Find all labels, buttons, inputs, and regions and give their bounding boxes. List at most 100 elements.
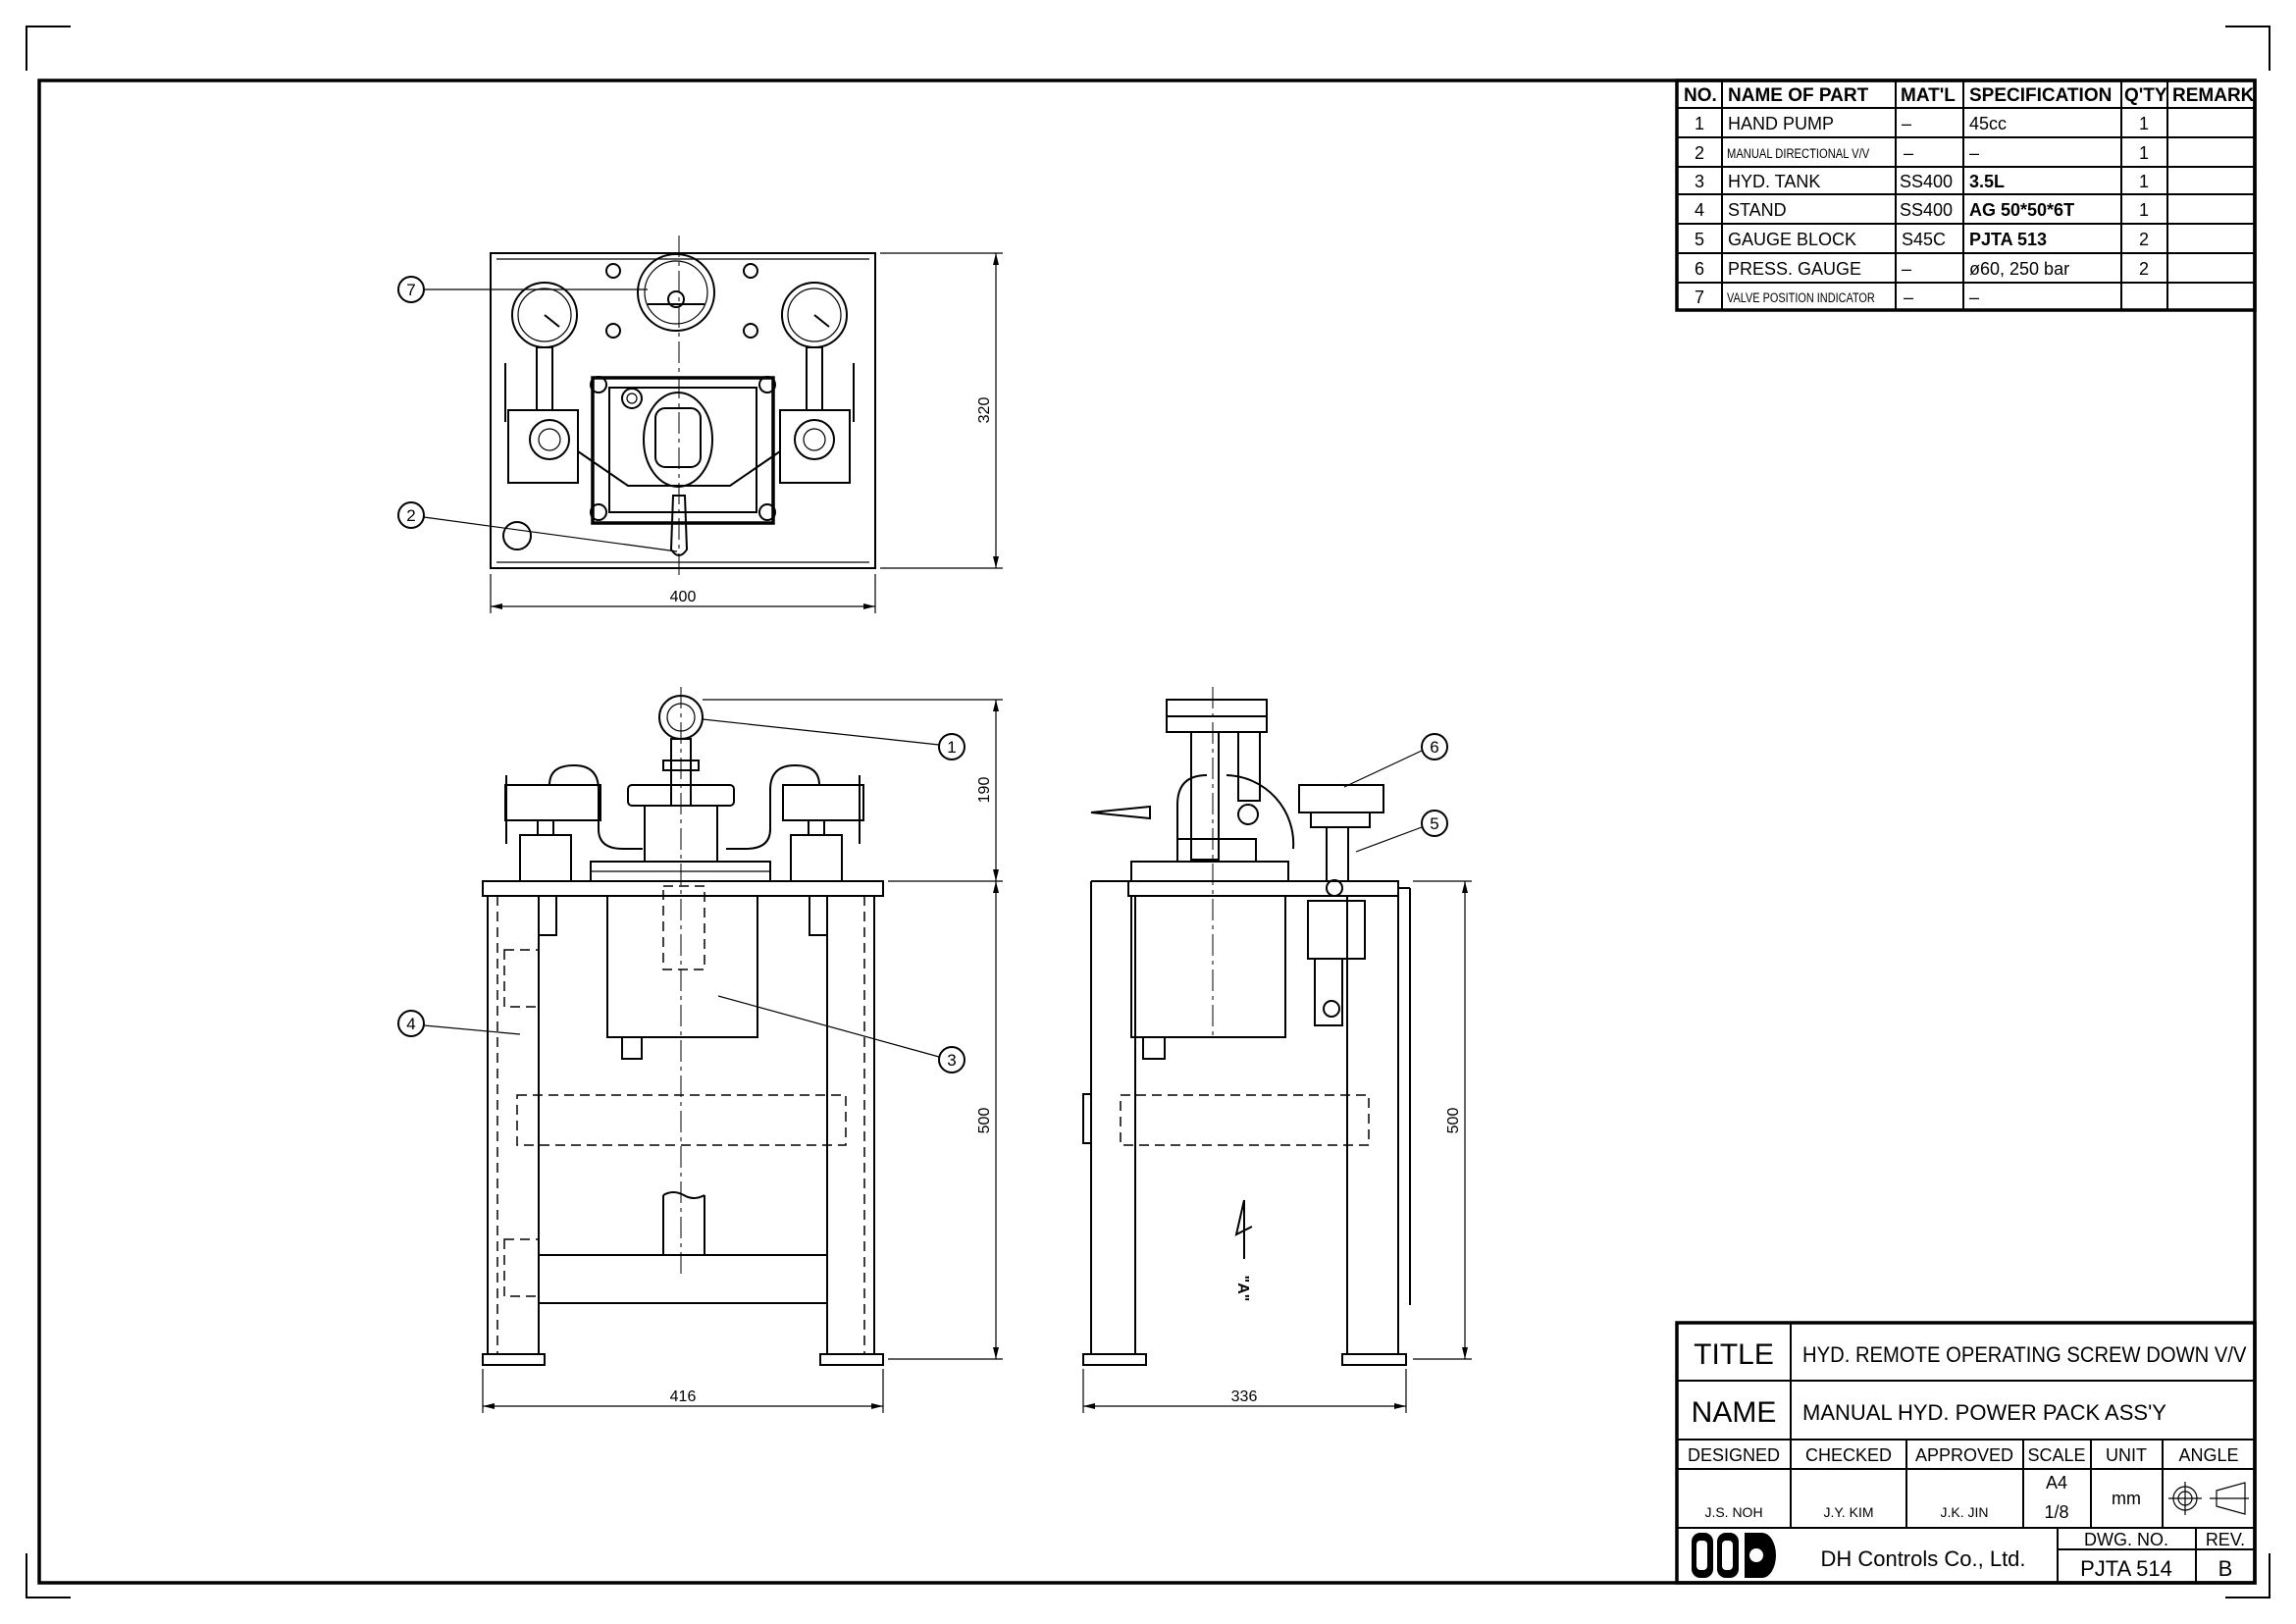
header-qty: Q'TY (2124, 85, 2167, 106)
checked-by: J.Y. KIM (1823, 1504, 1873, 1520)
company-logo (1692, 1533, 1776, 1578)
scale-value: 1/8 (2044, 1502, 2068, 1522)
balloon-number: 7 (406, 281, 415, 299)
balloon-2: 2 (397, 501, 678, 552)
row-name: VALVE POSITION INDICATOR (1727, 290, 1875, 306)
parts-table-row: 7 VALVE POSITION INDICATOR – – (1695, 288, 1979, 307)
dimension-top-width: 400 (490, 574, 876, 613)
parts-table: NO. NAME OF PART MAT'L SPECIFICATION Q'T… (1675, 79, 2257, 312)
view-arrow-a: "A" (1234, 1199, 1253, 1302)
unit-label: UNIT (2106, 1445, 2147, 1465)
parts-table-row: 4 STAND SS400 AG 50*50*6T 1 (1695, 200, 2149, 220)
parts-table-header: NO. NAME OF PART MAT'L SPECIFICATION Q'T… (1684, 85, 2255, 106)
header-name: NAME OF PART (1728, 85, 1869, 106)
designed-by: J.S. NOH (1704, 1504, 1762, 1520)
dwg-no: PJTA 514 (2080, 1556, 2172, 1581)
header-material: MAT'L (1901, 85, 1956, 106)
checked-label: CHECKED (1805, 1445, 1892, 1465)
dimension-front-width: 416 (482, 1369, 884, 1413)
unit-value: mm (2112, 1489, 2141, 1508)
drawing-frame (37, 79, 2257, 1585)
header-no: NO. (1684, 85, 1717, 106)
balloon-5: 5 (1355, 810, 1448, 853)
row-qty: 1 (2139, 172, 2149, 191)
scale-label: SCALE (2027, 1445, 2085, 1465)
dimension-text: 190 (976, 777, 993, 804)
corner-marks (26, 26, 2270, 1598)
row-no: 3 (1695, 172, 1704, 191)
header-spec: SPECIFICATION (1969, 85, 2112, 106)
row-qty: 2 (2139, 230, 2149, 249)
drawing-title: HYD. REMOTE OPERATING SCREW DOWN V/V (1802, 1343, 2247, 1367)
title-label: TITLE (1694, 1338, 1774, 1371)
company-name: DH Controls Co., Ltd. (1820, 1546, 2025, 1571)
row-name: GAUGE BLOCK (1728, 230, 1856, 249)
balloon-6: 6 (1343, 733, 1448, 788)
row-no: 1 (1695, 114, 1704, 133)
side-view: "A" 6 5 336 500 (1082, 687, 1472, 1413)
parts-table-row: 6 PRESS. GAUGE – ø60, 250 bar 2 (1695, 259, 2149, 279)
row-no: 5 (1695, 230, 1704, 249)
approved-by: J.K. JIN (1940, 1504, 1988, 1520)
row-material: S45C (1902, 230, 1946, 249)
row-spec: ø60, 250 bar (1969, 259, 2069, 279)
row-spec: – (1969, 288, 1979, 307)
parts-table-row: 5 GAUGE BLOCK S45C PJTA 513 2 (1695, 230, 2149, 249)
row-name: PRESS. GAUGE (1728, 259, 1861, 279)
row-material: – (1904, 288, 1913, 307)
parts-table-row: 2 MANUAL DIRECTIONAL V/V – – 1 (1695, 143, 2149, 163)
row-qty: 1 (2139, 143, 2149, 163)
balloon-3: 3 (717, 995, 965, 1074)
row-name: HYD. TANK (1728, 172, 1820, 191)
row-material: – (1904, 143, 1913, 163)
balloon-number: 5 (1430, 814, 1438, 833)
dimension-side-width: 336 (1082, 1369, 1407, 1413)
parts-table-row: 1 HAND PUMP – 45cc 1 (1695, 114, 2149, 133)
name-label: NAME (1692, 1396, 1777, 1429)
dimension-text: 500 (1445, 1108, 1462, 1134)
approved-label: APPROVED (1915, 1445, 2013, 1465)
row-material: SS400 (1900, 200, 1953, 220)
row-material: SS400 (1900, 172, 1953, 191)
row-name: MANUAL DIRECTIONAL V/V (1727, 146, 1870, 161)
dimension-text: 336 (1231, 1388, 1258, 1405)
row-spec: – (1969, 143, 1979, 163)
title-block: TITLE HYD. REMOTE OPERATING SCREW DOWN V… (1675, 1321, 2257, 1585)
top-view: 7 2 400 320 (397, 236, 1003, 613)
dimension-side-height: 500 (1413, 880, 1472, 1360)
dimension-front-heights: 190 500 (703, 699, 1003, 1360)
rev-label: REV. (2206, 1530, 2245, 1549)
dimension-text: 320 (976, 397, 993, 424)
dimension-text: 400 (670, 589, 697, 605)
row-spec: 3.5L (1969, 172, 2005, 191)
balloon-number: 4 (406, 1015, 415, 1033)
first-angle-projection-icon (2168, 1482, 2249, 1515)
front-view: 1 3 4 416 190 500 (397, 687, 1003, 1413)
row-no: 7 (1695, 288, 1704, 307)
header-remark: REMARK (2172, 85, 2255, 106)
row-name: HAND PUMP (1728, 114, 1834, 133)
dimension-text: 500 (976, 1108, 993, 1134)
balloon-number: 6 (1430, 738, 1438, 757)
drawing-name: MANUAL HYD. POWER PACK ASS'Y (1802, 1400, 2166, 1425)
row-material: – (1902, 114, 1911, 133)
row-qty: 1 (2139, 114, 2149, 133)
row-spec: 45cc (1969, 114, 2007, 133)
dwg-no-label: DWG. NO. (2084, 1530, 2168, 1549)
row-no: 6 (1695, 259, 1704, 279)
balloon-number: 1 (947, 738, 956, 757)
designed-label: DESIGNED (1688, 1445, 1780, 1465)
balloon-number: 2 (406, 506, 415, 525)
balloon-1: 1 (702, 718, 965, 760)
row-no: 2 (1695, 143, 1704, 163)
row-qty: 2 (2139, 259, 2149, 279)
dimension-top-depth: 320 (880, 252, 1003, 569)
rev-value: B (2218, 1556, 2233, 1581)
row-no: 4 (1695, 200, 1704, 220)
view-label: "A" (1234, 1276, 1251, 1302)
scale-paper: A4 (2046, 1473, 2067, 1493)
dimension-text: 416 (670, 1388, 697, 1405)
balloon-number: 3 (947, 1051, 956, 1070)
parts-table-row: 3 HYD. TANK SS400 3.5L 1 (1695, 172, 2149, 191)
